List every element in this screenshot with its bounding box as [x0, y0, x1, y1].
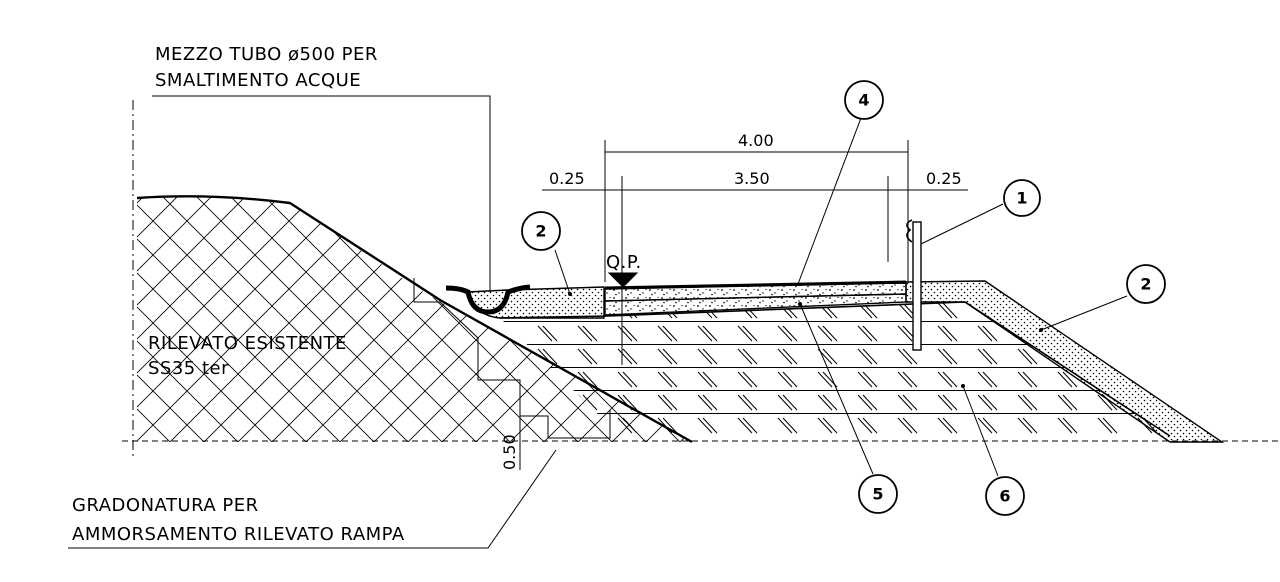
leader-pipe — [152, 95, 491, 292]
steps-label-line1: GRADONATURA PER — [72, 495, 259, 516]
embankment-label-line2: SS35 ter — [148, 358, 229, 379]
dimension-total — [604, 140, 909, 282]
bubble-1: 1 — [1003, 179, 1041, 217]
new-embankment-body — [500, 302, 1170, 436]
leader-bubble-5 — [799, 303, 874, 475]
svg-text:4: 4 — [858, 91, 869, 110]
qp-label: Q.P. — [606, 252, 642, 273]
dimension-left-shoulder-label: 0.25 — [549, 169, 585, 188]
bubble-6: 6 — [985, 476, 1025, 516]
qp-triangle-marker — [607, 272, 639, 288]
dimension-lane-label: 3.50 — [734, 169, 770, 188]
dimension-step-height-label: 0.50 — [500, 434, 519, 470]
bubble-2-right: 2 — [1126, 264, 1166, 304]
half-pipe — [445, 284, 531, 315]
pavement-surface — [604, 280, 907, 290]
leader-bubble-6 — [962, 385, 999, 477]
dimension-lane — [605, 176, 908, 365]
leader-bubble-1 — [920, 203, 1004, 245]
leader-bubble-2-left — [554, 249, 571, 295]
svg-text:6: 6 — [999, 487, 1010, 506]
pipe-label-line2: SMALTIMENTO ACQUE — [155, 70, 361, 91]
guardrail-post — [912, 221, 922, 351]
bubble-2-left: 2 — [521, 211, 561, 251]
dimension-right-shoulder-label: 0.25 — [926, 169, 962, 188]
leader-bubble-2-right — [1040, 295, 1128, 331]
leader-bubble-4 — [797, 117, 862, 285]
svg-text:2: 2 — [1140, 275, 1151, 294]
embankment-label-line1: RILEVATO ESISTENTE — [148, 333, 347, 354]
steps-label-line2: AMMORSAMENTO RILEVATO RAMPA — [72, 524, 405, 545]
pipe-label-line1: MEZZO TUBO ø500 PER — [155, 44, 378, 65]
bubble-5: 5 — [858, 474, 898, 514]
existing-embankment-outline — [136, 195, 693, 444]
bubble-4: 4 — [844, 80, 884, 120]
svg-text:5: 5 — [872, 485, 883, 504]
dimension-total-label: 4.00 — [738, 131, 774, 150]
svg-text:1: 1 — [1016, 189, 1027, 208]
leader-dots — [568, 292, 1043, 388]
svg-text:2: 2 — [535, 222, 546, 241]
existing-embankment — [137, 196, 692, 442]
bench-steps — [413, 278, 611, 439]
leader-steps — [68, 449, 557, 549]
